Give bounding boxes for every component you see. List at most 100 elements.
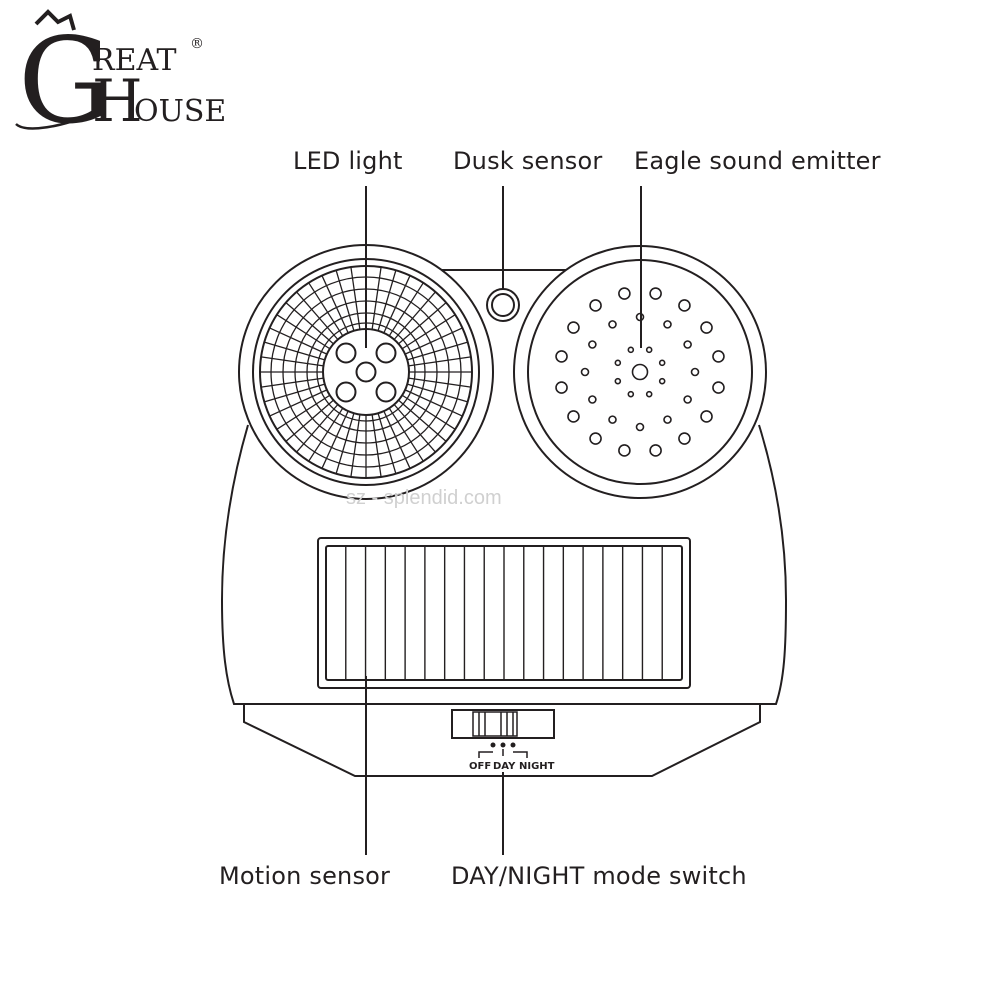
speaker-hole xyxy=(588,395,597,404)
logo-tail xyxy=(15,120,71,130)
led-bulb xyxy=(375,381,397,403)
speaker-hole xyxy=(683,395,692,404)
grill-spoke xyxy=(408,356,472,367)
speaker-hole xyxy=(678,432,691,445)
body-outline xyxy=(220,424,788,705)
switch-slider-grips xyxy=(478,712,514,736)
motion-sensor-slats xyxy=(345,546,663,680)
leader-lines xyxy=(365,186,642,855)
label-led-light: LED light xyxy=(293,147,403,175)
grill-spoke xyxy=(407,341,468,361)
logo-h: H xyxy=(92,67,143,135)
speaker-hole xyxy=(645,346,653,354)
label-dusk-sensor: Dusk sensor xyxy=(453,147,603,175)
registered-mark: ® xyxy=(190,36,204,52)
speaker-hole xyxy=(614,359,622,367)
led-light-pod xyxy=(238,244,494,500)
speaker-hole xyxy=(614,377,622,385)
grill-spoke xyxy=(335,413,355,474)
speaker-hole xyxy=(555,381,568,394)
grill-spoke xyxy=(296,404,339,453)
grill-spoke xyxy=(285,399,334,442)
grill-spoke xyxy=(393,404,436,453)
speaker-hole xyxy=(663,320,672,329)
grill-spoke xyxy=(388,282,424,337)
grill-spoke xyxy=(404,389,463,417)
motion-sensor-frame xyxy=(317,537,691,689)
speaker-hole xyxy=(589,299,602,312)
grill-spoke xyxy=(276,314,331,350)
grill-spoke xyxy=(398,302,447,345)
speaker-hole xyxy=(631,363,649,381)
logo-mouse-ears xyxy=(34,9,76,31)
switch-bracket xyxy=(478,749,528,758)
grill-spoke xyxy=(335,270,355,331)
brand-logo: G REAT H OUSE ® xyxy=(15,9,226,150)
grill-spoke xyxy=(377,413,397,474)
speaker-hole xyxy=(712,381,725,394)
speaker-hole xyxy=(712,350,725,363)
speaker-hole xyxy=(555,350,568,363)
speaker-hole xyxy=(649,287,662,300)
grill-spoke xyxy=(350,414,361,478)
day-night-switch[interactable]: OFF DAY NIGHT xyxy=(451,709,555,772)
label-motion-sensor: Motion sensor xyxy=(219,862,391,890)
speaker-hole xyxy=(649,444,662,457)
speaker-hole xyxy=(658,359,666,367)
led-grill xyxy=(260,266,472,478)
grill-spoke xyxy=(285,302,334,345)
speaker-hole xyxy=(683,340,692,349)
grill-spoke xyxy=(264,383,325,403)
switch-label-night: NIGHT xyxy=(519,761,555,772)
grill-spoke xyxy=(401,394,456,430)
grill-spoke xyxy=(260,377,324,388)
watermark-text: sz - splendid.com xyxy=(346,487,502,509)
logo-g: G xyxy=(18,12,112,150)
speaker-hole xyxy=(635,422,645,432)
grill-spoke xyxy=(269,389,328,417)
grill-spoke xyxy=(308,282,344,337)
grill-spoke xyxy=(404,327,463,355)
grill-spoke xyxy=(260,356,324,367)
grill-spoke xyxy=(264,341,325,361)
speaker-hole xyxy=(589,432,602,445)
grill-spoke xyxy=(383,275,411,334)
speaker-hole xyxy=(608,415,617,424)
label-eagle-sound-emitter: Eagle sound emitter xyxy=(634,147,881,175)
led-bulbs xyxy=(335,342,397,403)
grill-spoke xyxy=(269,327,328,355)
dusk-sensor xyxy=(486,288,520,322)
speaker-hole xyxy=(608,320,617,329)
speaker-hole xyxy=(627,346,635,354)
speaker-hole xyxy=(588,340,597,349)
speaker-hole xyxy=(567,321,580,334)
grill-spoke xyxy=(308,407,344,462)
speaker-hole xyxy=(690,367,700,377)
grill-spoke xyxy=(296,291,339,340)
label-mode-switch: DAY/NIGHT mode switch xyxy=(451,862,747,890)
switch-label-day: DAY xyxy=(493,761,516,772)
speaker-hole xyxy=(663,415,672,424)
grill-spoke xyxy=(393,291,436,340)
grill-spoke xyxy=(398,399,447,442)
speaker-hole xyxy=(618,444,631,457)
eagle-sound-emitter-pod xyxy=(513,245,767,499)
speaker-hole xyxy=(645,390,653,398)
led-bulb xyxy=(335,342,357,364)
logo-reat: REAT xyxy=(92,43,177,78)
motion-sensor xyxy=(317,537,691,689)
grill-spoke xyxy=(371,414,382,478)
grill-spoke xyxy=(401,314,456,350)
grill-spoke xyxy=(388,407,424,462)
dusk-sensor-lens xyxy=(491,293,515,317)
speaker-hole xyxy=(678,299,691,312)
logo-ouse: OUSE xyxy=(134,94,226,129)
speaker-holes xyxy=(555,287,725,457)
led-bulb xyxy=(335,381,357,403)
switch-slider[interactable] xyxy=(472,711,518,737)
speaker-hole xyxy=(700,410,713,423)
led-bulb xyxy=(355,361,377,383)
speaker-hole xyxy=(627,390,635,398)
grill-spoke xyxy=(321,410,349,469)
